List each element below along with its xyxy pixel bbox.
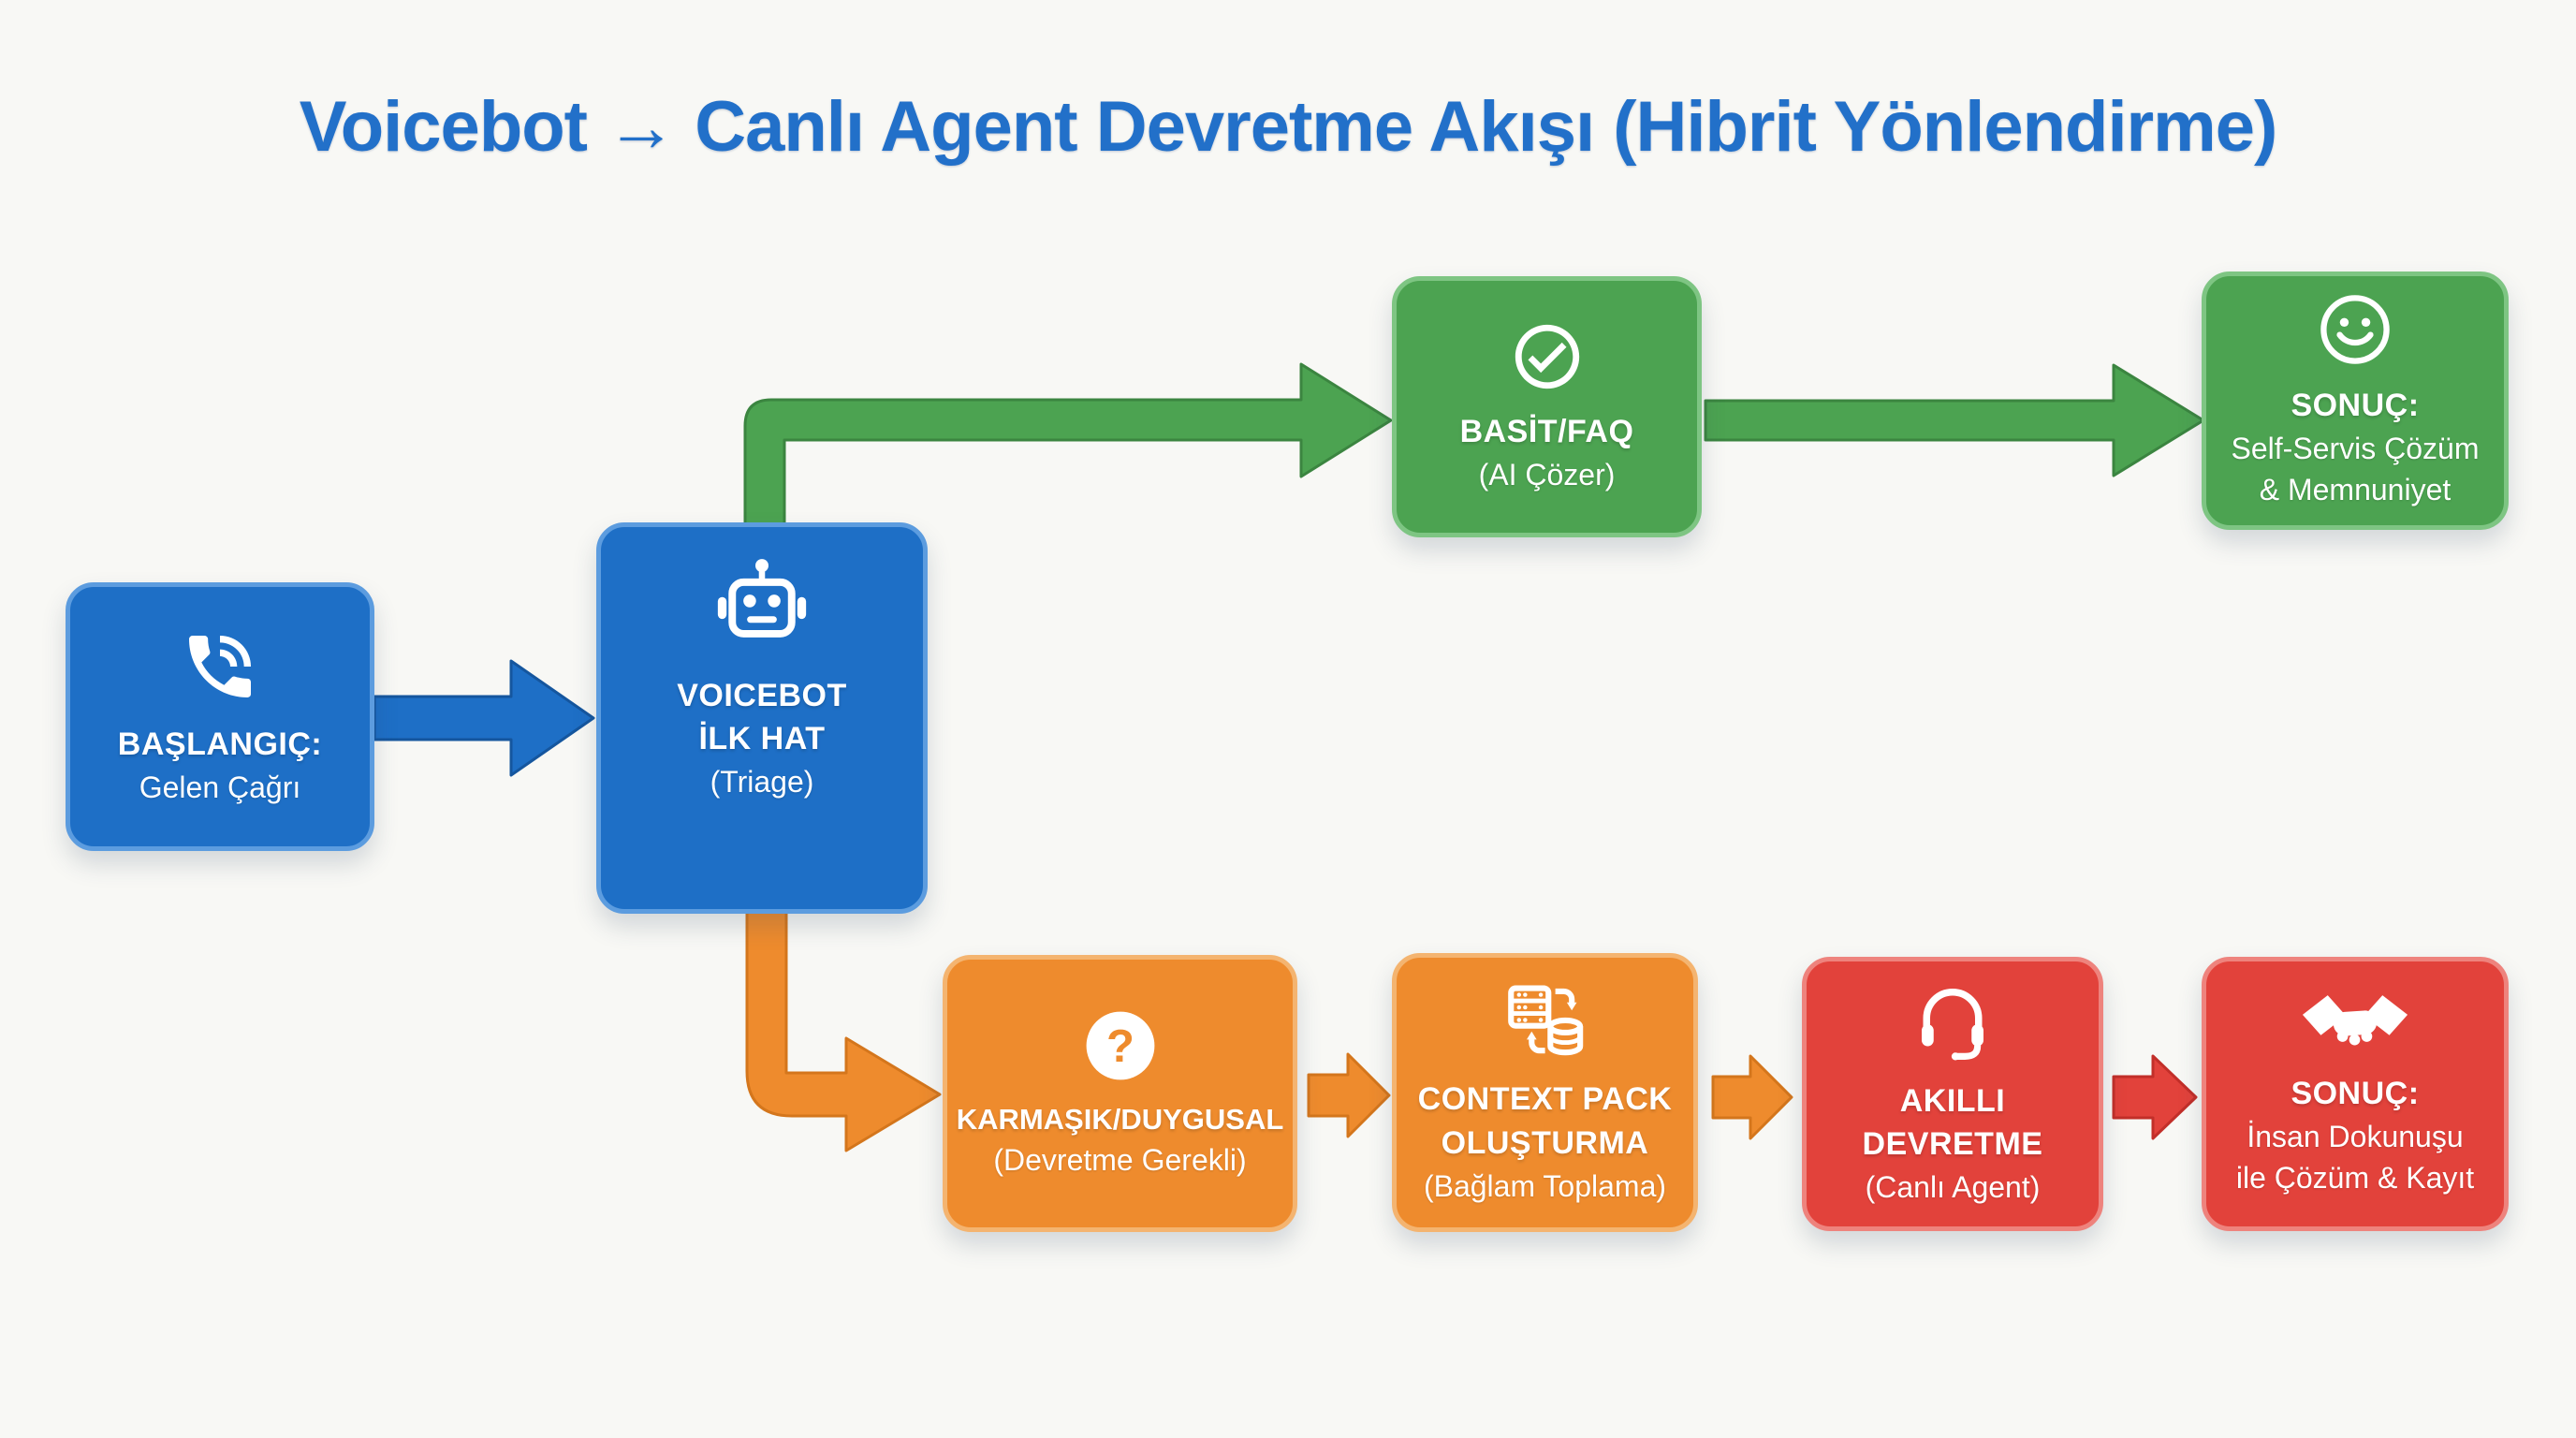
node-start: BAŞLANGIÇ: Gelen Çağrı (66, 582, 374, 851)
arrow-akilli-to-sonuc-insan (2112, 1054, 2198, 1140)
node-voicebot: VOICEBOT İLK HAT (Triage) (596, 522, 928, 914)
node-label: VOICEBOT (677, 677, 847, 713)
node-akilli-devretme: AKILLI DEVRETME (Canlı Agent) (1802, 957, 2103, 1231)
svg-text:?: ? (1106, 1020, 1134, 1071)
node-label: CONTEXT PACK (1417, 1081, 1673, 1118)
node-basit-faq: BASİT/FAQ (AI Çözer) (1392, 276, 1702, 537)
node-sublabel: Gelen Çağrı (139, 770, 301, 804)
arrow-voicebot-to-basit-faq (743, 362, 1393, 528)
arrow-voicebot-to-karmasik (745, 908, 942, 1152)
node-label: BAŞLANGIÇ: (117, 726, 323, 762)
handshake-icon (2300, 990, 2410, 1063)
check-circle-icon (1509, 318, 1586, 395)
arrow-basit-faq-to-sonuc-self-servis (1704, 363, 2205, 477)
node-sublabel: (Triage) (710, 765, 814, 800)
robot-icon (710, 554, 814, 659)
node-sublabel: (AI Çözer) (1478, 457, 1616, 492)
server-sync-icon (1500, 978, 1591, 1070)
question-circle-icon: ? (1081, 1006, 1160, 1085)
page-title: Voicebot → Canlı Agent Devretme Akışı (H… (299, 87, 2278, 167)
node-sublabel: (Canlı Agent) (1865, 1170, 2041, 1205)
node-sublabel: Self-Servis Çözüm (2231, 432, 2480, 466)
node-label: OLUŞTURMA (1441, 1124, 1649, 1161)
node-label: İLK HAT (698, 721, 826, 757)
arrow-context-pack-to-akilli (1711, 1054, 1793, 1140)
arrow-karmasik-to-context-pack (1307, 1052, 1391, 1138)
node-label: AKILLI (1899, 1082, 2006, 1119)
node-label: SONUÇ: (2291, 388, 2420, 424)
node-sonuc-self-servis: SONUÇ: Self-Servis Çözüm & Memnuniyet (2202, 271, 2509, 530)
phone-icon (179, 625, 261, 708)
smiley-icon (2316, 290, 2394, 369)
node-context-pack: CONTEXT PACK OLUŞTURMA (Bağlam Toplama) (1392, 953, 1698, 1232)
node-karmasik-duygusal: ? KARMAŞIK/DUYGUSAL (Devretme Gerekli) (943, 955, 1297, 1232)
node-sublabel: ile Çözüm & Kayıt (2235, 1160, 2475, 1195)
node-sublabel: & Memnuniyet (2259, 473, 2452, 507)
arrow-start-to-voicebot (373, 659, 595, 777)
node-sublabel: İnsan Dokunuşu (2247, 1119, 2464, 1153)
node-sonuc-insan: SONUÇ: İnsan Dokunuşu ile Çözüm & Kayıt (2202, 957, 2509, 1231)
node-label: DEVRETME (1862, 1126, 2043, 1163)
node-sublabel: (Devretme Gerekli) (993, 1143, 1247, 1178)
headset-icon (1910, 980, 1995, 1064)
node-label: SONUÇ: (2291, 1075, 2420, 1111)
node-label: BASİT/FAQ (1459, 413, 1634, 449)
node-sublabel: (Bağlam Toplama) (1423, 1168, 1667, 1203)
node-label: KARMAŞIK/DUYGUSAL (956, 1102, 1284, 1136)
